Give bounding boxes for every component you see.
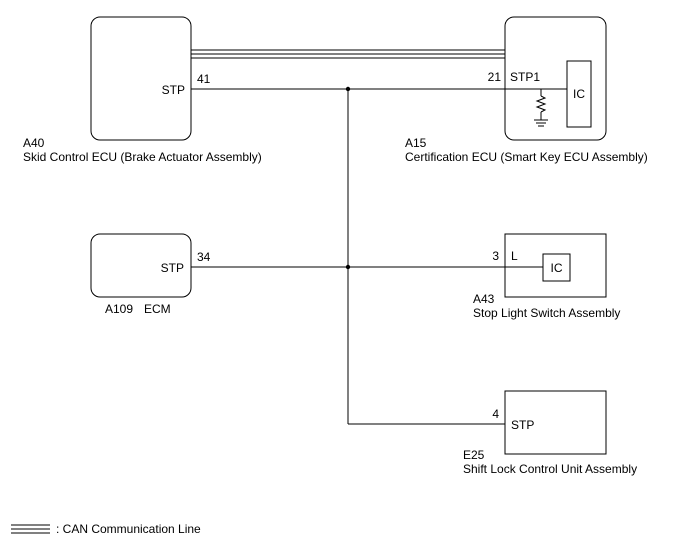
a15-name: Certification ECU (Smart Key ECU Assembl… [405,150,648,164]
a40-code: A40 [23,136,45,150]
ground-resistor-icon [534,89,548,127]
a43-name: Stop Light Switch Assembly [473,306,620,320]
e25-pin-label: STP [511,418,534,432]
legend-text: : CAN Communication Line [56,522,201,536]
a15-code: A15 [405,136,427,150]
legend-can-line-icon [11,524,50,534]
e25-pin-number: 4 [492,407,499,421]
a109-pin-number: 34 [197,250,211,264]
a15-pin-number: 21 [488,70,502,84]
a109-name: ECM [144,302,171,316]
e25-name: Shift Lock Control Unit Assembly [463,462,637,476]
e25-box [504,390,607,455]
a109-code: A109 [105,302,133,316]
a43-code: A43 [473,292,495,306]
a40-pin-label: STP [162,83,185,97]
a15-ic-box [566,60,592,128]
a40-box [90,16,192,141]
a40-pin-number: 41 [197,72,211,86]
can-communication-line [191,49,505,59]
e25-code: E25 [463,448,485,462]
junction-dot-top [345,86,351,92]
a43-pin-number: 3 [492,249,499,263]
a109-pin-label: STP [161,261,184,275]
a43-ic-label: IC [551,261,563,275]
a109-box [90,233,192,298]
a43-pin-label: L [511,249,518,263]
a15-ic-label: IC [573,87,585,101]
a15-pin-label: STP1 [510,70,540,84]
a40-name: Skid Control ECU (Brake Actuator Assembl… [23,150,262,164]
